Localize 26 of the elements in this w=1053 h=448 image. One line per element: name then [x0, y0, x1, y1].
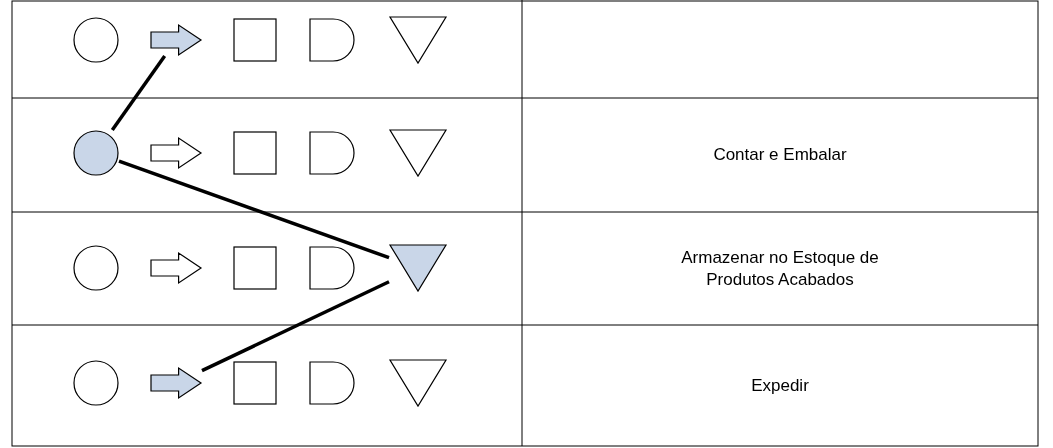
square-symbol	[233, 361, 277, 405]
triangle-symbol	[389, 359, 447, 407]
square-symbol	[233, 246, 277, 290]
triangle-symbol	[389, 16, 447, 64]
circle-symbol	[73, 360, 119, 406]
triangle-symbol	[389, 129, 447, 177]
connector-line	[110, 55, 167, 131]
triangle-symbol	[389, 244, 447, 292]
circle-symbol	[73, 17, 119, 63]
circle-symbol	[73, 130, 119, 176]
half-round-symbol	[309, 18, 355, 62]
arrow-symbol	[150, 252, 202, 284]
step-description: Contar e Embalar	[712, 144, 848, 166]
arrow-symbol	[150, 24, 202, 56]
square-symbol	[233, 131, 277, 175]
connector-line	[118, 159, 390, 260]
connector-line	[201, 280, 390, 373]
square-symbol	[233, 18, 277, 62]
half-round-symbol	[309, 246, 355, 290]
step-description: Armazenar no Estoque de Produtos Acabados	[680, 246, 880, 291]
step-description: Expedir	[750, 374, 810, 397]
half-round-symbol	[309, 361, 355, 405]
half-round-symbol	[309, 131, 355, 175]
arrow-symbol	[150, 137, 202, 169]
arrow-symbol	[150, 367, 202, 399]
circle-symbol	[73, 245, 119, 291]
